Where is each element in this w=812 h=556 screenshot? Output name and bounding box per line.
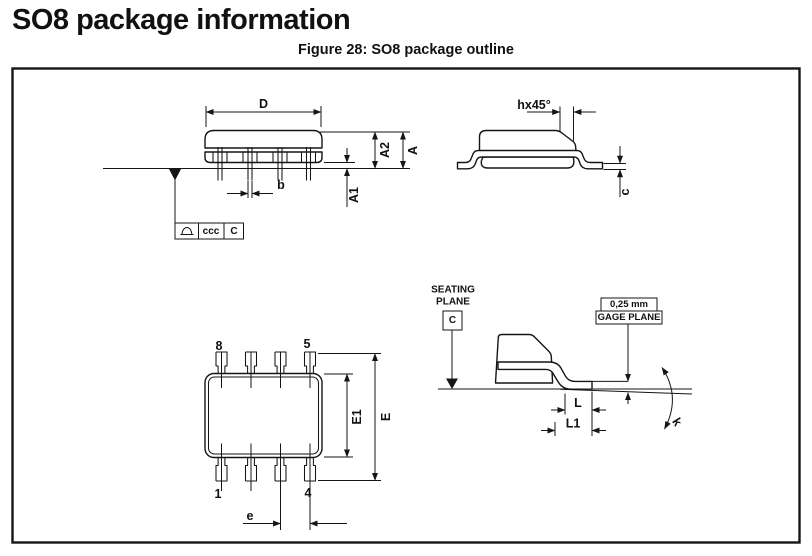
tolerance-ccc-label: ccc: [203, 226, 220, 237]
datum-c-label: C: [449, 315, 456, 326]
seating-plane-label-1: SEATING: [431, 285, 475, 296]
pin-label-1: 1: [215, 487, 222, 501]
tolerance-datum-label: C: [230, 226, 237, 237]
dim-label-a: A: [406, 146, 420, 155]
dim-label-l: L: [574, 396, 582, 410]
dim-label-e1: E1: [350, 409, 364, 424]
tolerance-frame: ccc C: [174, 222, 244, 240]
pin-label-8: 8: [216, 339, 223, 353]
dim-label-c: c: [618, 188, 632, 195]
dim-label-a2: A2: [378, 142, 392, 158]
side-view-leads: [212, 147, 317, 181]
figure-border: [11, 67, 801, 544]
gage-plane-label: GAGE PLANE: [598, 312, 661, 323]
dim-label-d: D: [259, 97, 268, 111]
datum-triangle-icon: [446, 378, 458, 389]
pin-centerlines: [221, 352, 311, 530]
dim-label-l1: L1: [566, 417, 581, 431]
dim-label-e-total: E: [379, 413, 393, 421]
detail-view-drawing: SEATING PLANE C 0,25 mm GAGE PLANE k: [431, 285, 693, 436]
seating-plane-symbol-icon: [180, 226, 194, 235]
gage-plane-box: [595, 310, 663, 325]
dim-label-b: b: [277, 178, 285, 192]
dim-label-a1: A1: [347, 187, 361, 203]
figure-caption: Figure 28: SO8 package outline: [298, 42, 514, 58]
top-view-drawing: 8 5 1 4 E1 E e: [204, 337, 393, 530]
seating-plane-label-2: PLANE: [436, 297, 470, 308]
dim-label-pitch: e: [247, 509, 254, 523]
dim-label-chamfer: hx45°: [517, 98, 551, 112]
dim-label-k: k: [669, 415, 685, 428]
pin-label-4: 4: [305, 486, 312, 500]
end-view-drawing: hx45° c: [456, 98, 632, 197]
pin-label-5: 5: [304, 337, 311, 351]
page-title: SO8 package information: [12, 4, 351, 36]
gage-offset-label: 0,25 mm: [610, 299, 648, 310]
top-view-pins: [215, 351, 317, 482]
datum-triangle-icon: [169, 169, 181, 181]
side-view-drawing: ccc C D A2 A A1 b: [103, 97, 420, 240]
